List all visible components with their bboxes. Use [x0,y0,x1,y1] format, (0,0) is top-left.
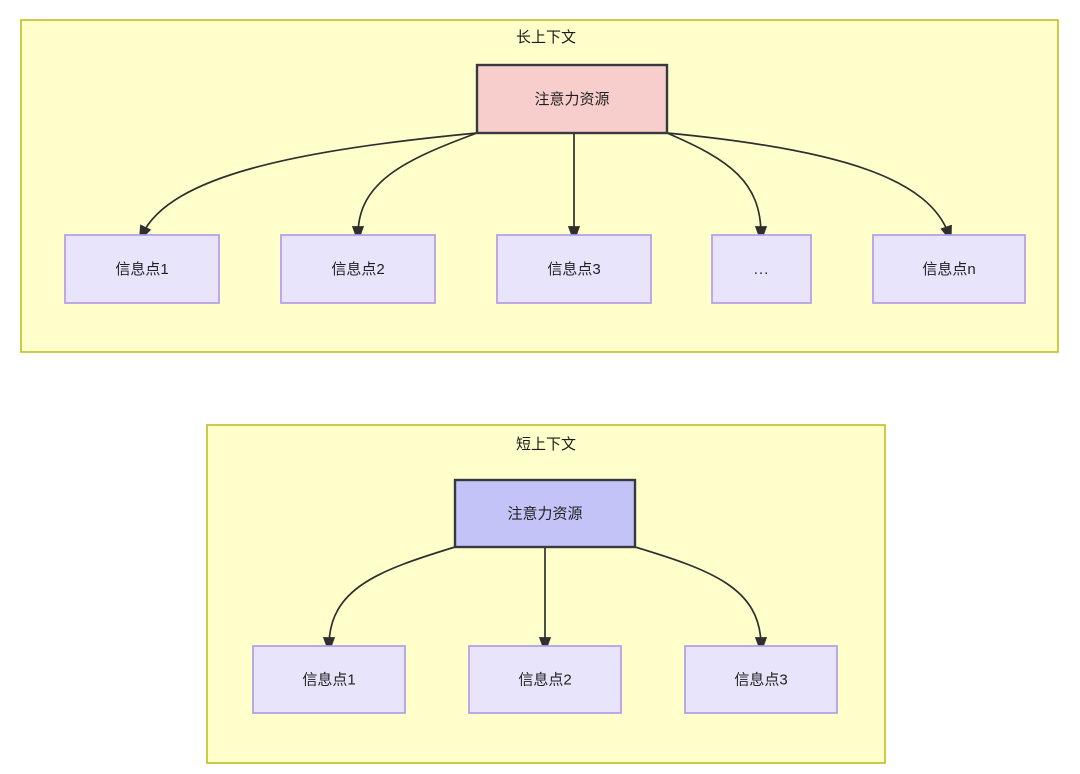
node-attention-resource-short[interactable] [453,478,637,549]
group-title-long-context: 长上下文 [516,29,576,46]
group-title-short-context: 短上下文 [516,436,576,453]
node-label-info-point-2: 信息点2 [331,261,384,278]
edge-edge-long-4 [666,132,768,243]
node-label-info-point-s1: 信息点1 [302,671,355,688]
node-info-point-n[interactable] [872,234,1026,304]
node-label-info-point-s2: 信息点2 [518,671,571,688]
node-info-point-1[interactable] [64,234,220,304]
node-label-attention-resource-short: 注意力资源 [507,504,582,522]
node-label-info-point-ellipsis: ... [754,261,770,278]
node-info-point-3[interactable] [496,234,652,304]
node-label-info-point-n: 信息点n [922,261,975,278]
node-info-point-ellipsis[interactable] [711,234,812,304]
node-attention-resource-long[interactable] [475,63,669,135]
node-info-point-s2[interactable] [468,645,622,714]
edge-edge-short-1 [322,546,456,654]
node-info-point-s1[interactable] [252,645,406,714]
node-label-info-point-1: 信息点1 [115,261,168,278]
edge-edge-short-3 [634,546,768,654]
node-info-point-s3[interactable] [684,645,838,714]
edge-edge-long-5 [666,132,952,243]
edge-edge-long-2 [351,132,478,243]
node-label-info-point-3: 信息点3 [547,261,600,278]
node-info-point-2[interactable] [280,234,436,304]
node-label-attention-resource-long: 注意力资源 [534,90,609,108]
edge-edge-long-1 [138,132,478,242]
node-label-info-point-s3: 信息点3 [734,671,787,688]
